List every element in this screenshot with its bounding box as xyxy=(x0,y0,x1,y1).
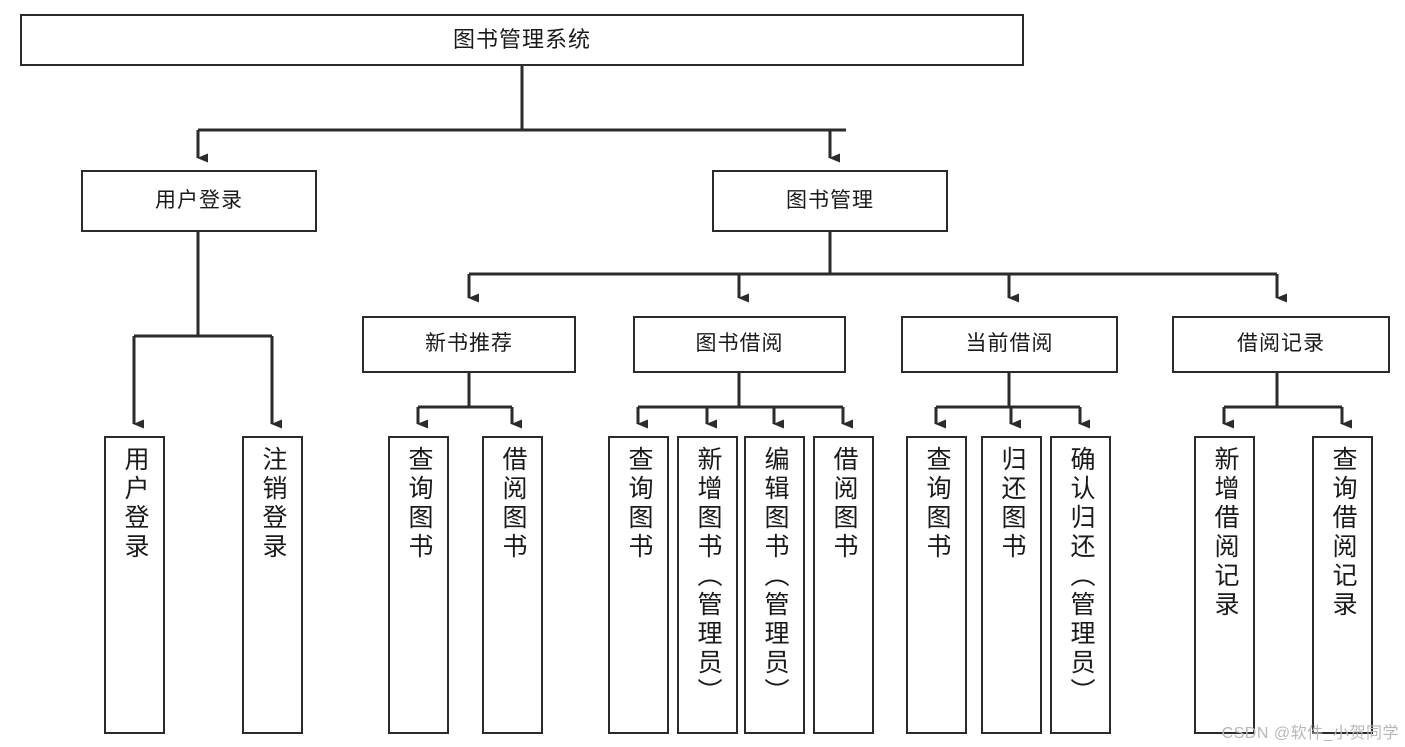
node-label: 借阅图书 xyxy=(830,446,858,562)
node-leaf-logout[interactable]: 注销登录 xyxy=(242,436,303,734)
node-leaf-edit-book[interactable]: 编辑图书（管理员） xyxy=(744,436,805,734)
node-label: 用户登录 xyxy=(155,188,243,212)
node-label: 图书管理 xyxy=(786,188,874,212)
node-label: 查询图书 xyxy=(625,446,653,562)
watermark-text: CSDN @软件_小贺同学 xyxy=(1221,725,1399,742)
node-label: 新书推荐 xyxy=(425,332,513,356)
node-leaf-borrow-book-2[interactable]: 借阅图书 xyxy=(813,436,874,734)
node-label: 注销登录 xyxy=(259,446,287,562)
node-leaf-query-book-1[interactable]: 查询图书 xyxy=(388,436,449,734)
node-leaf-borrow-book-1[interactable]: 借阅图书 xyxy=(482,436,543,734)
node-label: 借阅记录 xyxy=(1237,332,1325,356)
node-leaf-confirm-return[interactable]: 确认归还（管理员） xyxy=(1050,436,1111,734)
node-label: 归还图书 xyxy=(998,446,1026,562)
node-new-book-rec[interactable]: 新书推荐 xyxy=(362,316,576,373)
node-leaf-return-book[interactable]: 归还图书 xyxy=(981,436,1042,734)
node-label: 新增图书（管理员） xyxy=(694,446,722,707)
node-leaf-query-record[interactable]: 查询借阅记录 xyxy=(1312,436,1373,734)
node-label: 查询借阅记录 xyxy=(1329,446,1357,620)
node-label: 确认归还（管理员） xyxy=(1067,446,1095,707)
node-label: 用户登录 xyxy=(121,446,149,562)
node-book-manage[interactable]: 图书管理 xyxy=(712,170,948,232)
node-leaf-add-book[interactable]: 新增图书（管理员） xyxy=(677,436,738,734)
node-leaf-user-login[interactable]: 用户登录 xyxy=(104,436,165,734)
node-borrow-record[interactable]: 借阅记录 xyxy=(1172,316,1390,373)
node-leaf-add-record[interactable]: 新增借阅记录 xyxy=(1194,436,1255,734)
node-user-login[interactable]: 用户登录 xyxy=(81,170,317,232)
node-label: 借阅图书 xyxy=(499,446,527,562)
node-label: 新增借阅记录 xyxy=(1211,446,1239,620)
node-book-borrow[interactable]: 图书借阅 xyxy=(633,316,846,373)
node-label: 查询图书 xyxy=(923,446,951,562)
node-label: 图书借阅 xyxy=(695,332,784,356)
node-label: 当前借阅 xyxy=(965,332,1054,356)
node-current-borrow[interactable]: 当前借阅 xyxy=(901,316,1118,373)
node-label: 编辑图书（管理员） xyxy=(761,446,789,707)
node-label: 查询图书 xyxy=(405,446,433,562)
node-leaf-query-book-3[interactable]: 查询图书 xyxy=(906,436,967,734)
node-leaf-query-book-2[interactable]: 查询图书 xyxy=(608,436,669,734)
node-label: 图书管理系统 xyxy=(452,26,591,52)
node-root[interactable]: 图书管理系统 xyxy=(20,14,1024,66)
